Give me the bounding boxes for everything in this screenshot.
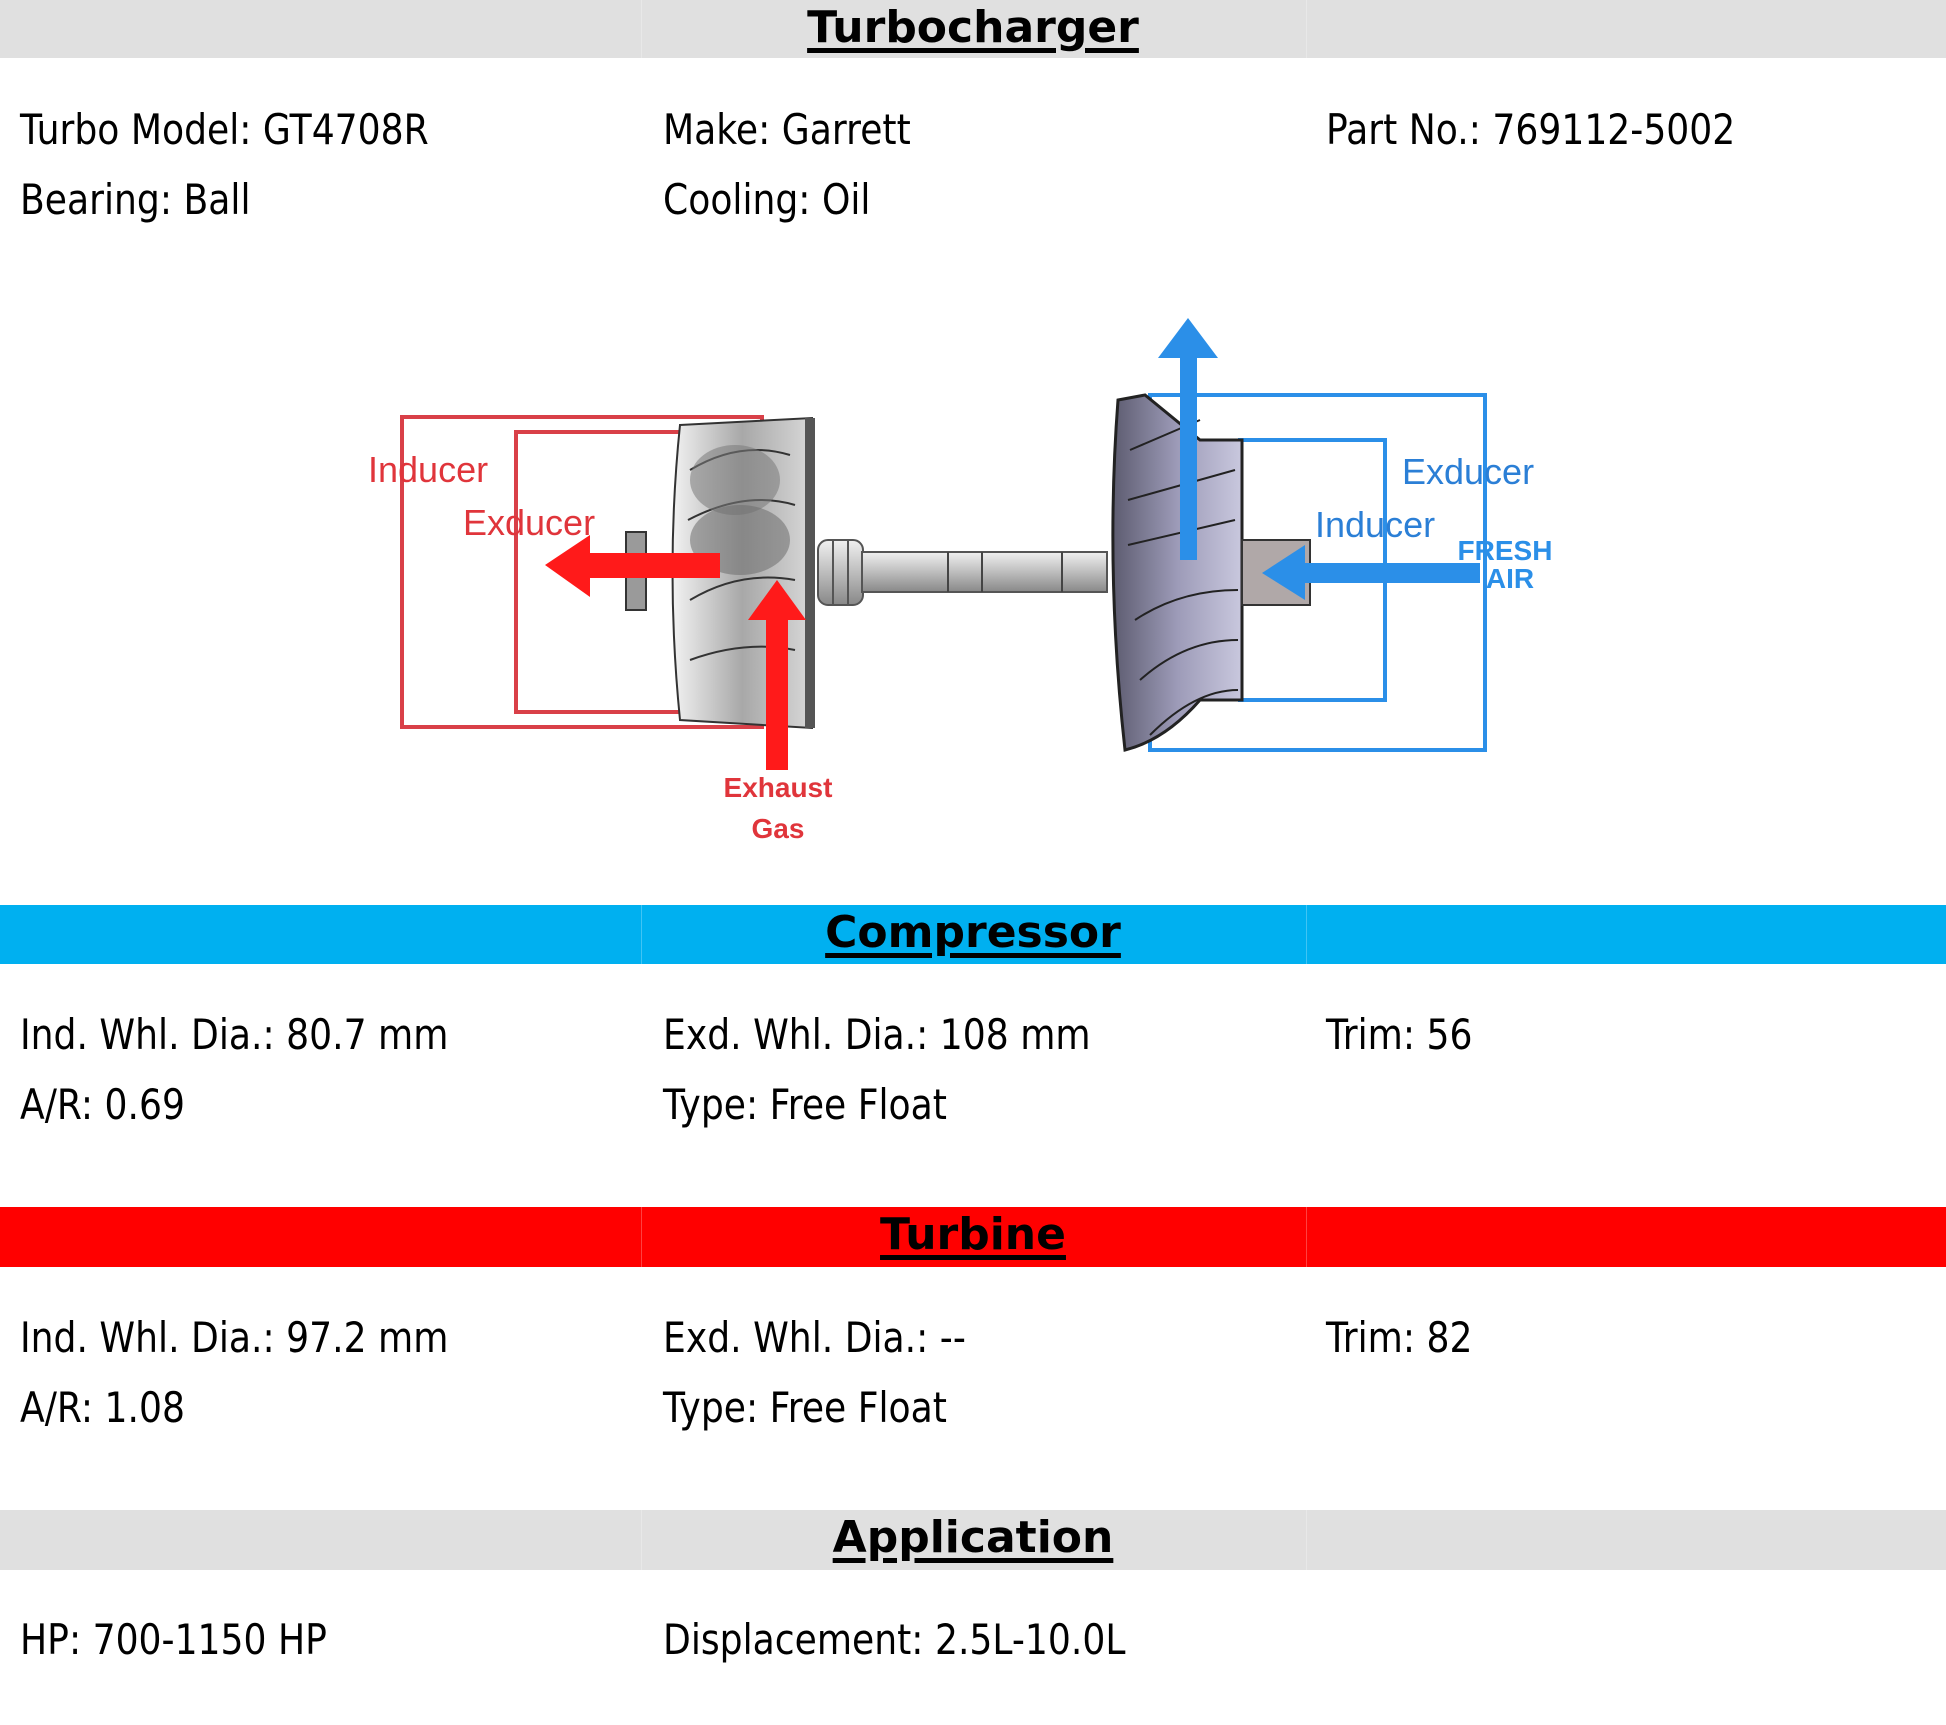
- fresh-air-label-line2: AIR: [1486, 563, 1534, 594]
- application-title-text: Application: [832, 1512, 1114, 1563]
- compressor-title: Compressor: [0, 905, 1946, 965]
- application-displacement: Displacement: 2.5L-10.0L: [663, 1615, 1126, 1664]
- compressor-ar: A/R: 0.69: [20, 1080, 185, 1129]
- column-divider: [1306, 0, 1307, 58]
- column-divider: [1306, 905, 1307, 964]
- part-number: Part No.: 769112-5002: [1326, 105, 1736, 154]
- fresh-air-in-arrow: [1262, 545, 1480, 600]
- compressor-header: Compressor: [0, 905, 1946, 964]
- turbine-header: Turbine: [0, 1207, 1946, 1267]
- turbocharger-title-text: Turbocharger: [807, 2, 1139, 53]
- column-divider: [641, 1207, 642, 1267]
- column-divider: [641, 0, 642, 58]
- compressor-type: Type: Free Float: [663, 1080, 947, 1129]
- turbine-title: Turbine: [0, 1207, 1946, 1267]
- exhaust-label-line2: Gas: [752, 813, 805, 844]
- compressor-ind-whl-dia: Ind. Whl. Dia.: 80.7 mm: [20, 1010, 449, 1059]
- turbocharger-diagram: Inducer Exducer Exhaust Gas Exducer Indu…: [368, 318, 1553, 844]
- column-divider: [641, 905, 642, 964]
- compressor-exducer-label: Exducer: [1402, 451, 1534, 492]
- application-title: Application: [0, 1510, 1946, 1570]
- shaft: [817, 539, 1108, 606]
- compressed-air-out-arrow: [1158, 318, 1218, 560]
- turbo-model: Turbo Model: GT4708R: [20, 105, 429, 154]
- turbine-ind-whl-dia: Ind. Whl. Dia.: 97.2 mm: [20, 1313, 449, 1362]
- application-header: Application: [0, 1510, 1946, 1570]
- turbine-exducer-label: Exducer: [463, 502, 595, 543]
- turbine-inducer-label: Inducer: [368, 449, 488, 490]
- column-divider: [1306, 1510, 1307, 1570]
- turbocharger-title: Turbocharger: [0, 0, 1946, 60]
- compressor-inducer-label: Inducer: [1315, 504, 1435, 545]
- turbine-exd-whl-dia: Exd. Whl. Dia.: --: [663, 1313, 966, 1362]
- turbine-type: Type: Free Float: [663, 1383, 947, 1432]
- column-divider: [641, 1510, 642, 1570]
- fresh-air-label-line1: FRESH: [1458, 535, 1553, 566]
- turbine-title-text: Turbine: [880, 1209, 1066, 1260]
- turbocharger-header: Turbocharger: [0, 0, 1946, 58]
- exhaust-label-line1: Exhaust: [724, 772, 833, 803]
- exhaust-in-arrow: [748, 580, 806, 770]
- bearing: Bearing: Ball: [20, 175, 251, 224]
- application-hp: HP: 700-1150 HP: [20, 1615, 327, 1664]
- turbine-ar: A/R: 1.08: [20, 1383, 185, 1432]
- column-divider: [1306, 1207, 1307, 1267]
- make: Make: Garrett: [663, 105, 911, 154]
- compressor-exd-whl-dia: Exd. Whl. Dia.: 108 mm: [663, 1010, 1091, 1059]
- turbine-trim: Trim: 82: [1326, 1313, 1473, 1362]
- compressor-trim: Trim: 56: [1326, 1010, 1473, 1059]
- compressor-title-text: Compressor: [825, 907, 1121, 958]
- exhaust-out-arrow: [545, 535, 720, 597]
- cooling: Cooling: Oil: [663, 175, 871, 224]
